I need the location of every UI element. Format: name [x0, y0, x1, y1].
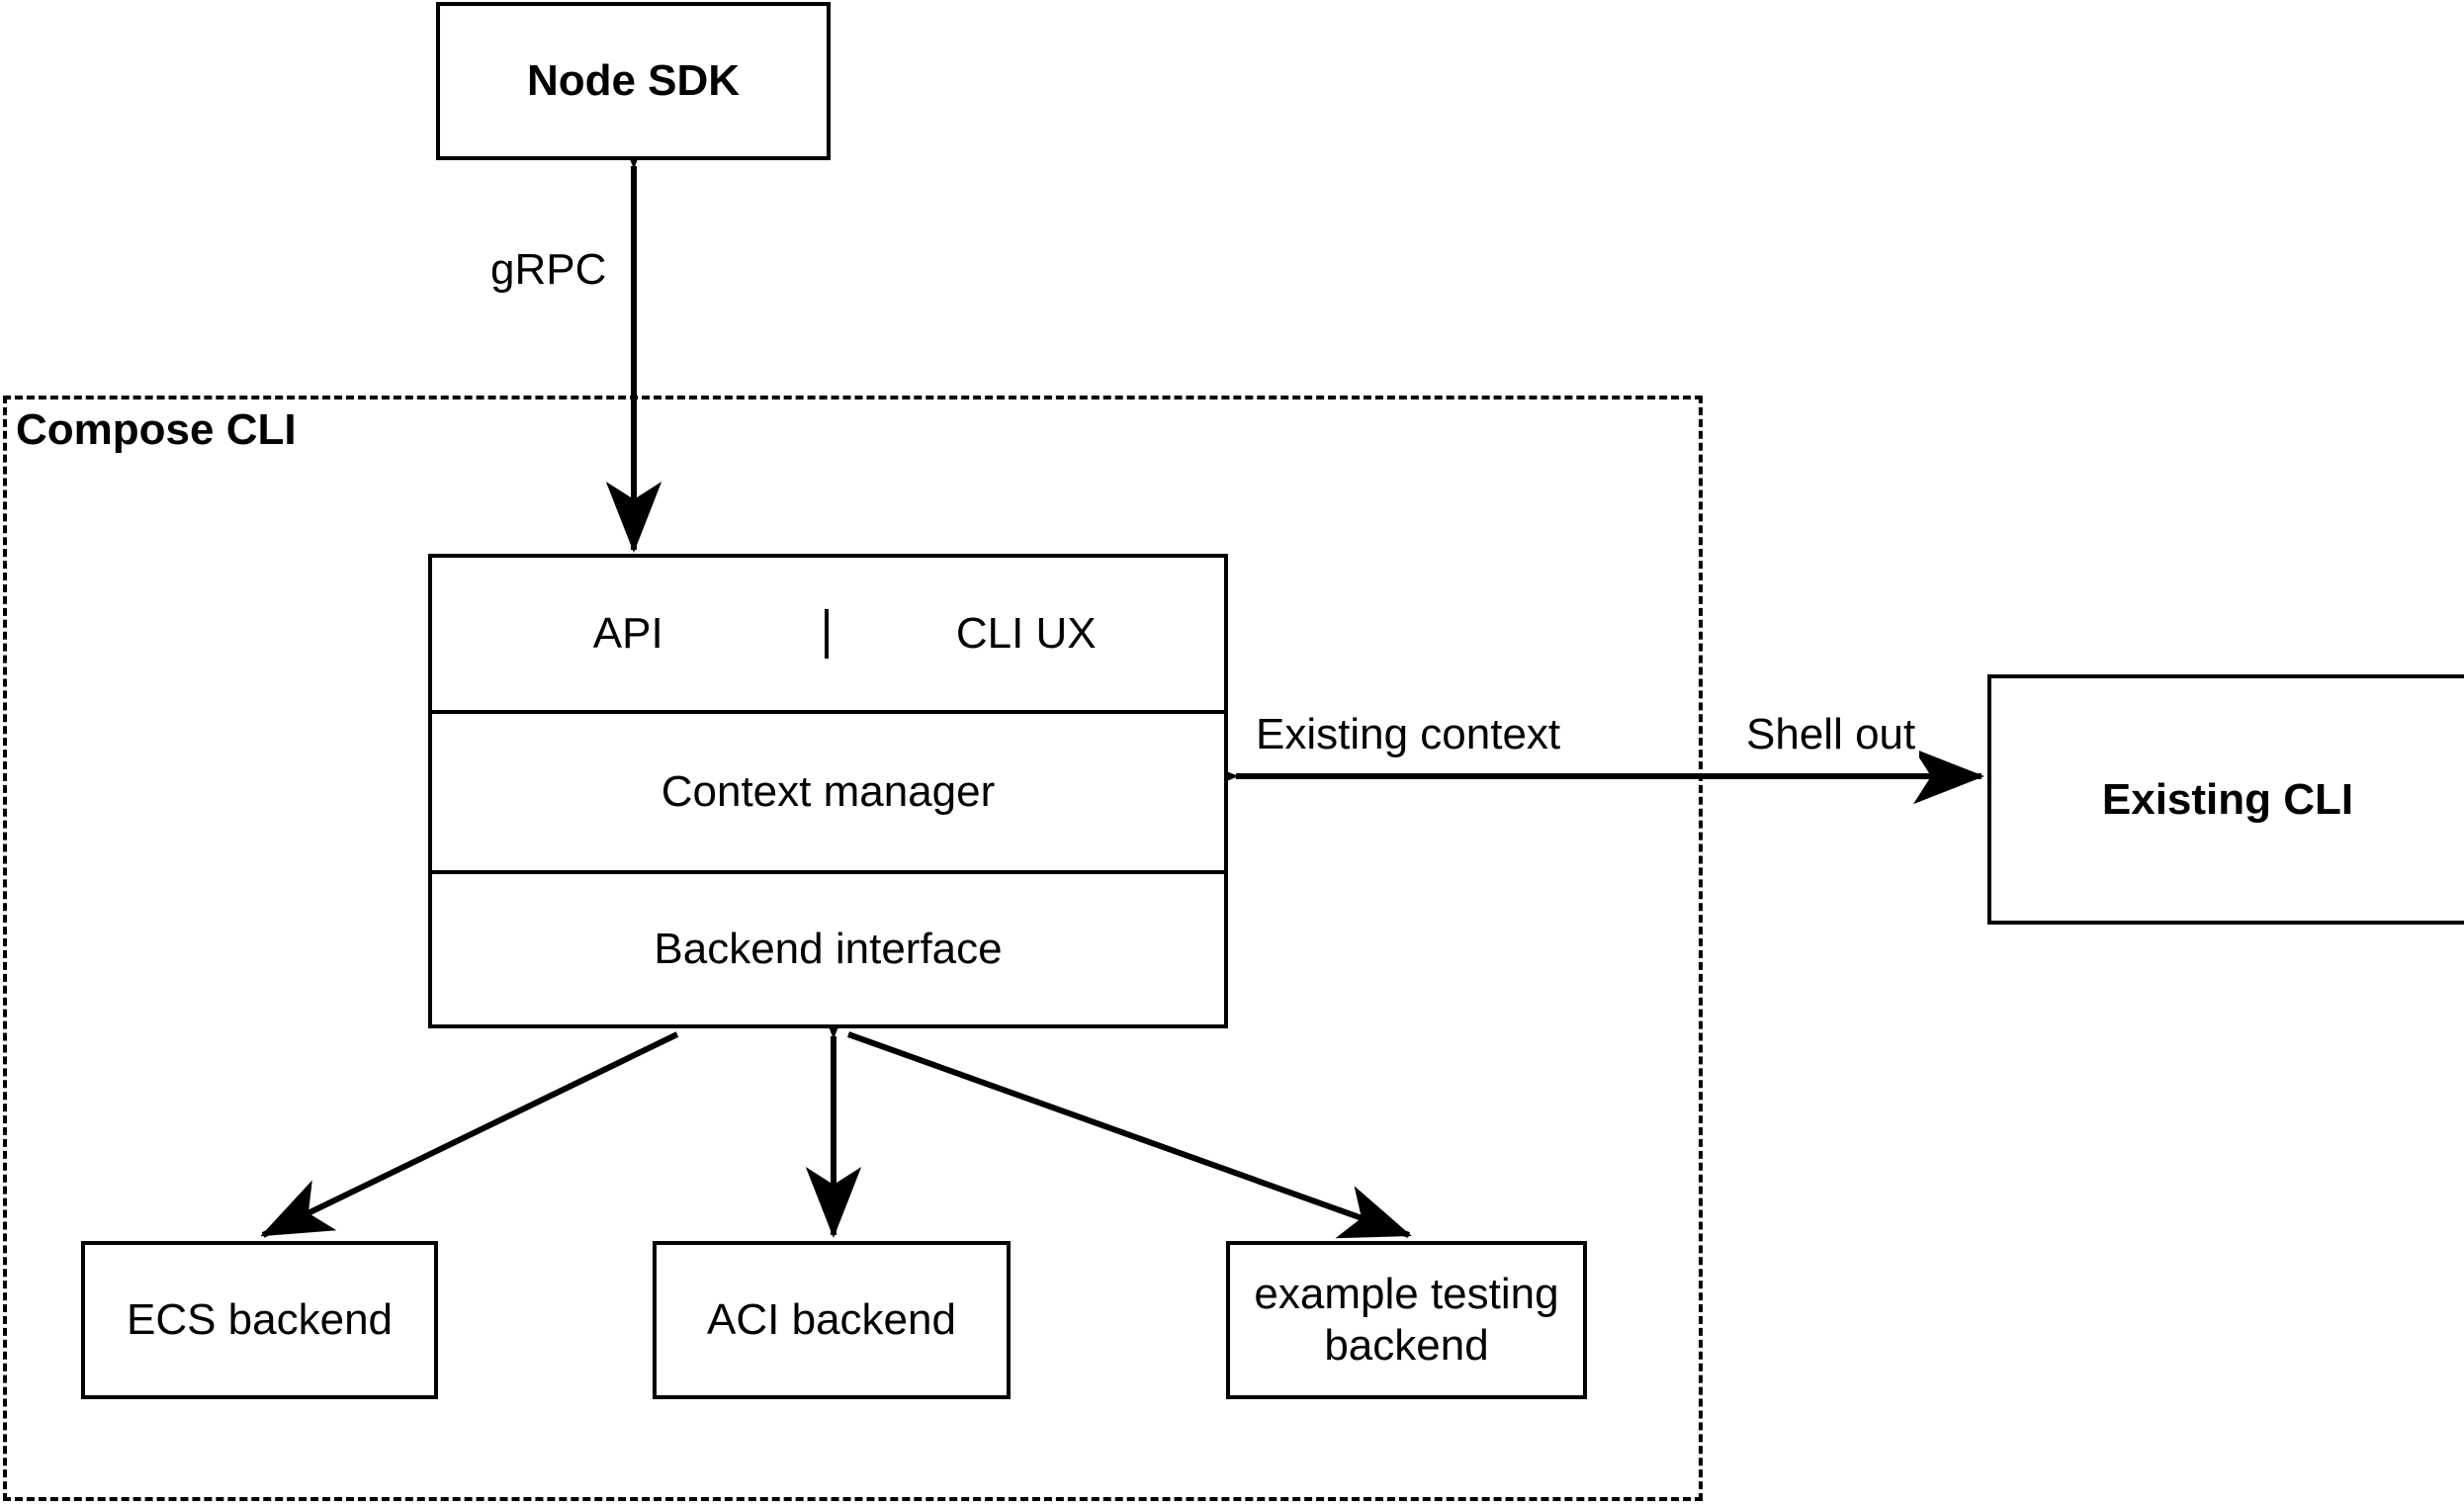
compose-cli-label: Compose CLI — [16, 405, 297, 454]
example-testing-backend-text: example testing backend — [1254, 1269, 1558, 1372]
example-testing-backend-line-2: backend — [1324, 1321, 1489, 1370]
edge-label-shell-out: Shell out — [1742, 710, 1920, 759]
node-sdk-box: Node SDK — [436, 2, 831, 160]
example-testing-backend-line-1: example testing — [1254, 1270, 1559, 1319]
example-testing-backend-box: example testing backend — [1226, 1241, 1587, 1399]
aci-backend-box: ACI backend — [653, 1241, 1011, 1399]
ecs-backend-box: ECS backend — [81, 1241, 438, 1399]
existing-cli-box: Existing CLI — [1987, 674, 2464, 925]
core-stack: API CLI UX Context manager Backend inter… — [428, 554, 1228, 1028]
cli-ux-cell: CLI UX — [955, 609, 1097, 658]
edge-label-grpc: gRPC — [486, 245, 611, 295]
context-manager-row: Context manager — [432, 714, 1224, 874]
stack-row-api-cliux: API CLI UX — [432, 558, 1224, 714]
edge-label-existing-context: Existing context — [1252, 710, 1565, 759]
compose-cli-boundary — [3, 396, 1703, 1501]
api-cell: API — [432, 609, 829, 659]
backend-interface-row: Backend interface — [432, 874, 1224, 1024]
